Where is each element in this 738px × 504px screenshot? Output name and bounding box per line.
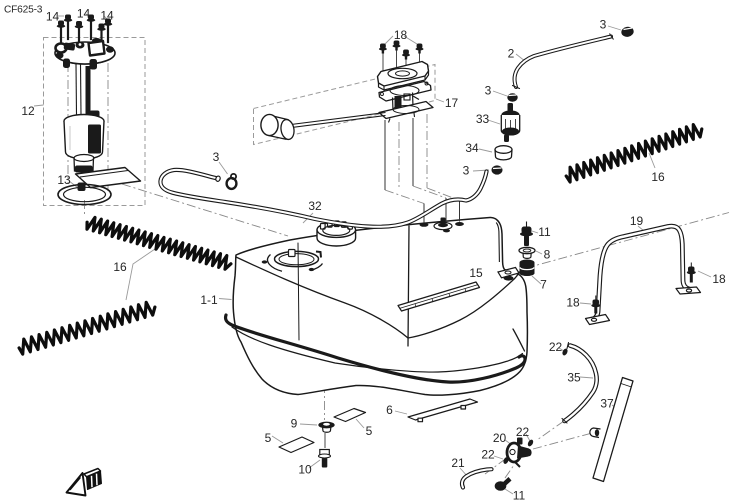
svg-text:7: 7 xyxy=(540,278,547,292)
svg-text:37: 37 xyxy=(600,397,614,411)
svg-text:14: 14 xyxy=(46,10,60,24)
svg-text:9: 9 xyxy=(291,417,298,431)
svg-text:3: 3 xyxy=(485,84,492,98)
svg-text:13: 13 xyxy=(57,173,71,187)
svg-text:8: 8 xyxy=(544,248,551,262)
svg-text:22: 22 xyxy=(481,448,495,462)
svg-text:5: 5 xyxy=(366,424,373,438)
svg-text:19: 19 xyxy=(630,214,644,228)
svg-text:18: 18 xyxy=(394,28,408,42)
svg-text:CF625-3: CF625-3 xyxy=(4,5,43,16)
svg-text:14: 14 xyxy=(100,9,114,23)
svg-text:15: 15 xyxy=(469,266,483,280)
svg-text:34: 34 xyxy=(465,141,479,155)
svg-text:1-1: 1-1 xyxy=(200,293,218,307)
svg-text:20: 20 xyxy=(493,431,507,445)
svg-text:35: 35 xyxy=(567,371,581,385)
svg-text:22: 22 xyxy=(516,425,530,439)
svg-text:11: 11 xyxy=(513,489,526,503)
svg-text:3: 3 xyxy=(213,150,220,164)
svg-text:33: 33 xyxy=(476,112,490,126)
svg-text:21: 21 xyxy=(451,456,465,470)
svg-text:3: 3 xyxy=(600,18,607,32)
svg-text:2: 2 xyxy=(508,47,515,61)
svg-text:11: 11 xyxy=(538,225,551,239)
svg-text:3: 3 xyxy=(463,164,470,178)
svg-text:5: 5 xyxy=(265,431,272,445)
svg-text:10: 10 xyxy=(298,463,312,477)
svg-text:12: 12 xyxy=(21,104,35,118)
svg-text:17: 17 xyxy=(445,96,459,110)
svg-text:18: 18 xyxy=(712,272,726,286)
svg-text:16: 16 xyxy=(113,260,127,274)
svg-text:6: 6 xyxy=(386,403,393,417)
svg-text:22: 22 xyxy=(549,340,563,354)
svg-text:32: 32 xyxy=(308,199,322,213)
svg-text:14: 14 xyxy=(77,7,91,21)
svg-text:18: 18 xyxy=(566,296,580,310)
svg-text:16: 16 xyxy=(651,170,665,184)
